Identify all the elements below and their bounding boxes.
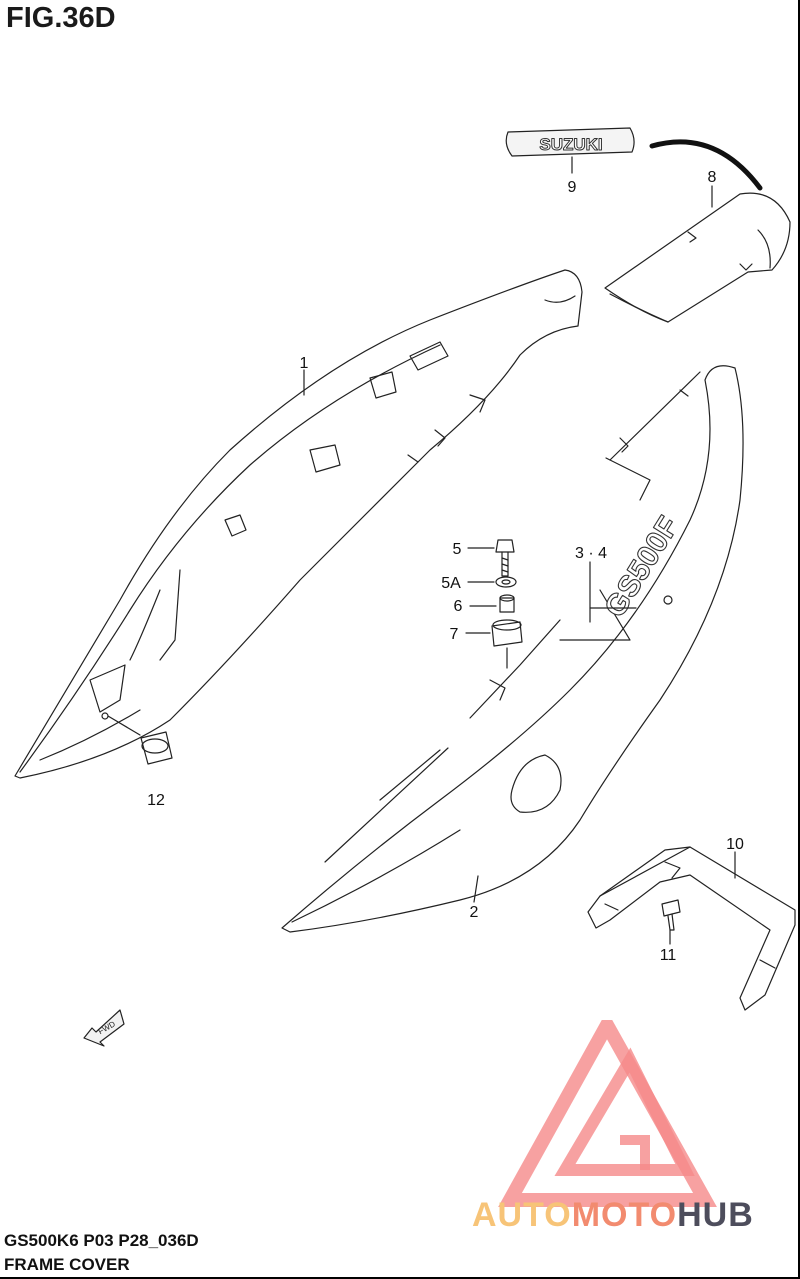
rear-bracket [587,846,796,1011]
callout-10: 10 [726,836,744,853]
push-clip [661,899,681,931]
callout-9: 9 [568,179,577,196]
tail-stripe [649,139,763,191]
watermark-logo [498,1020,717,1207]
cushion [491,619,523,647]
grommet [140,731,173,765]
callout-6: 6 [454,598,463,615]
forward-arrow: FWD [83,1009,125,1047]
callout-7: 7 [450,626,459,643]
callout-5a: 5A [441,575,461,592]
washer [495,576,517,588]
callout-5: 5 [453,541,462,558]
figure-title: FIG.36D [6,2,116,34]
callout-12: 12 [147,792,165,809]
callout-1: 1 [300,355,309,372]
collar [499,594,515,613]
seat-tail-cover [604,192,791,323]
emblem-text: SUZUKI [539,135,602,154]
watermark-brand: AUTOMOTOHUB [472,1196,754,1234]
bolt [495,539,515,577]
frame-cover-left [14,269,583,779]
callout-8: 8 [708,169,717,186]
callout-3-4: 3 · 4 [575,545,607,562]
section-title: FRAME COVER [4,1255,130,1274]
callout-2: 2 [470,904,479,921]
model-code: GS500K6 P03 P28_036D [4,1231,199,1250]
callout-11: 11 [660,947,677,964]
suzuki-emblem: SUZUKI [505,127,635,157]
